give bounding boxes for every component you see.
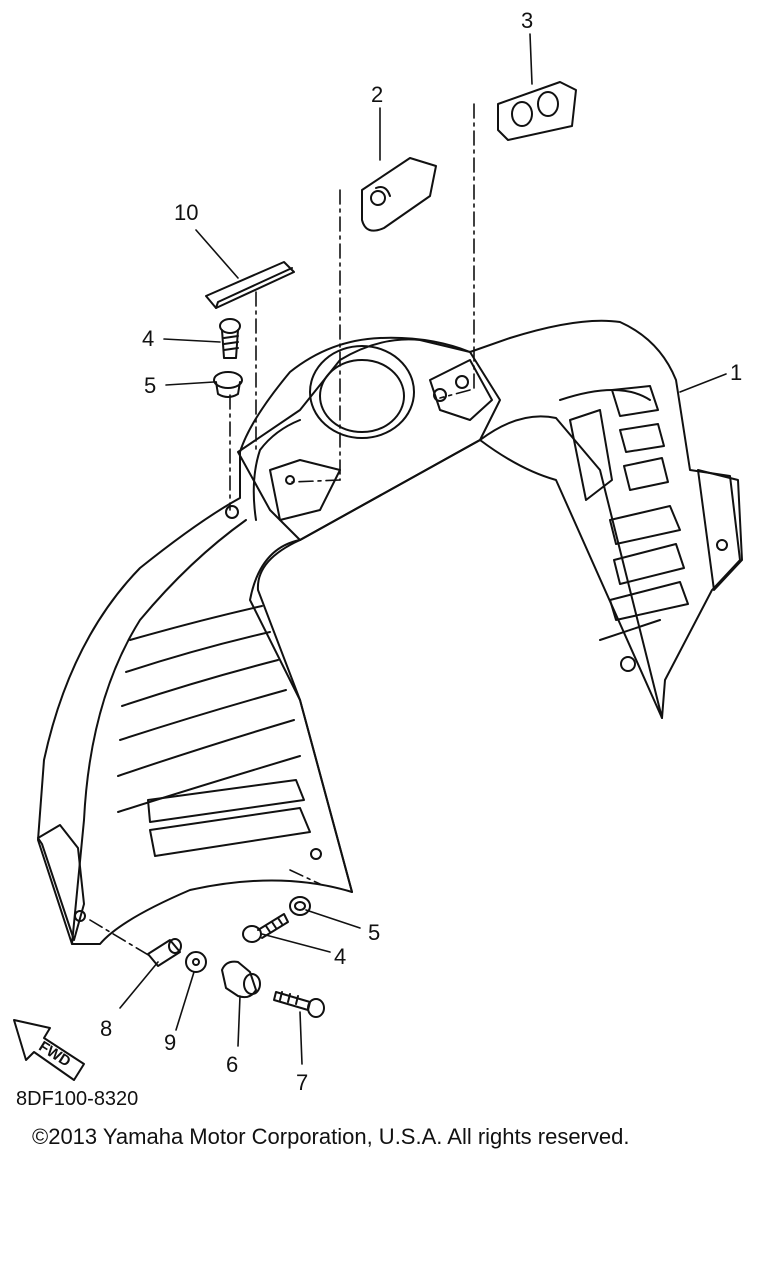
- assembly-lines: [89, 103, 475, 957]
- callout-6: 6: [226, 1052, 239, 1077]
- callout-5-lower: 5: [368, 920, 381, 945]
- damper-6: [221, 960, 261, 999]
- twin-hole-plate: [497, 81, 577, 141]
- bolt-7: [273, 991, 325, 1018]
- callout-1: 1: [730, 360, 743, 385]
- callout-7: 7: [296, 1070, 309, 1095]
- grommet-lower: [289, 896, 311, 916]
- grommet-upper: [213, 371, 243, 398]
- copyright-notice: ©2013 Yamaha Motor Corporation, U.S.A. A…: [32, 1124, 630, 1149]
- callout-9: 9: [164, 1030, 177, 1055]
- diagram-code: 8DF100-8320: [16, 1088, 139, 1110]
- screw-lower: [242, 913, 289, 943]
- collar-8: [147, 938, 182, 967]
- callout-10: 10: [174, 200, 199, 225]
- screw-upper: [219, 318, 241, 359]
- shroud-panel: [37, 319, 743, 945]
- callout-4-lower: 4: [334, 944, 347, 969]
- rubber-strip: [205, 261, 295, 309]
- bracket-plate: [361, 157, 437, 232]
- callout-8: 8: [100, 1016, 113, 1041]
- callout-2: 2: [371, 82, 384, 107]
- callout-3: 3: [521, 8, 534, 33]
- leader-lines: [119, 33, 727, 1065]
- fwd-arrow-icon: FWD: [13, 1019, 85, 1081]
- callout-4-upper: 4: [142, 326, 155, 351]
- washer-9: [185, 951, 207, 973]
- callout-5-upper: 5: [144, 373, 157, 398]
